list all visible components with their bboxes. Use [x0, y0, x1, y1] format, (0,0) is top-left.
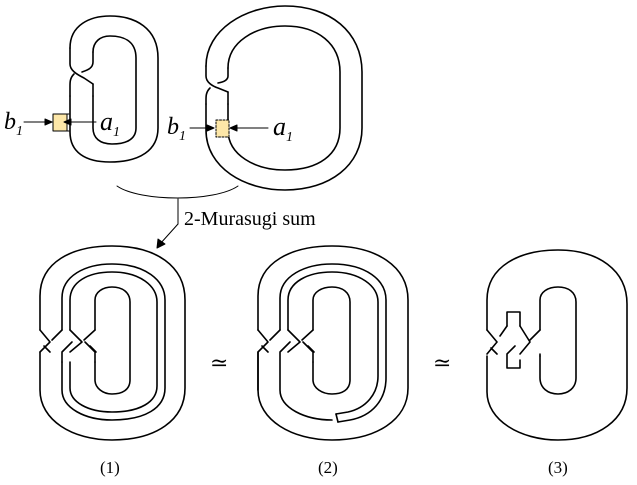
label-b1-right-subscript: 1 — [179, 128, 186, 144]
result-surface-1 — [39, 245, 186, 441]
surface-1-band-a — [61, 263, 166, 421]
equiv-sign-2: ≃ — [433, 350, 451, 375]
top-right-patch — [215, 119, 230, 138]
label-b1-left-letter: b — [4, 109, 16, 135]
top-right-twist-a — [205, 65, 229, 93]
top-left-inner-boundary — [92, 35, 137, 145]
caption-3: (3) — [548, 458, 568, 477]
top-right-a1-arrowhead — [229, 124, 238, 132]
surface-1-cross — [39, 329, 97, 363]
surface-2-band-end — [335, 413, 339, 423]
operation-label: 2-Murasugi sum — [184, 208, 316, 230]
top-left-twist-c — [69, 73, 75, 97]
label-b1-left: b1 — [4, 109, 23, 140]
result-surface-3 — [486, 249, 628, 441]
top-right-surface — [189, 5, 363, 191]
equiv-sign-1: ≃ — [210, 350, 228, 375]
surface-2-band-a — [279, 263, 387, 423]
sum-connector — [116, 185, 239, 249]
top-right-inner-boundary — [227, 25, 341, 171]
top-left-b1-arrowhead — [44, 118, 53, 126]
label-b1-right-letter: b — [167, 114, 179, 140]
top-left-outer-boundary — [69, 15, 159, 163]
top-left-twist-a — [69, 47, 94, 85]
label-a1-left: a1 — [100, 107, 120, 141]
surface-1-outer — [39, 245, 186, 441]
top-right-b1-arrowhead — [206, 124, 215, 132]
surface-3-outer — [486, 249, 628, 441]
label-a1-right: a1 — [273, 112, 293, 146]
top-left-twist-b — [81, 51, 94, 73]
label-b1-left-subscript: 1 — [16, 123, 23, 139]
label-a1-right-letter: a — [273, 112, 286, 141]
top-right-twist-c — [205, 87, 211, 105]
result-surface-2 — [257, 245, 409, 441]
top-right-twist-b — [217, 67, 229, 84]
top-right-outer-boundary — [205, 5, 363, 191]
surface-2-outer — [257, 245, 409, 441]
surface-3-cross — [486, 325, 541, 369]
top-left-a1-arrowhead — [63, 118, 72, 126]
surface-2-inner — [312, 286, 351, 395]
label-a1-left-letter: a — [100, 107, 113, 136]
caption-1: (1) — [100, 458, 120, 477]
brace-curve — [116, 185, 239, 199]
label-a1-right-subscript: 1 — [286, 130, 293, 146]
surface-2-cross — [257, 329, 333, 421]
surface-1-band-b — [69, 271, 158, 413]
label-b1-right: b1 — [167, 114, 186, 145]
surface-3-inner — [539, 286, 577, 395]
label-a1-left-subscript: 1 — [113, 125, 120, 141]
surface-2-band-b — [287, 271, 379, 415]
surface-1-inner — [94, 286, 131, 395]
top-left-surface — [23, 15, 159, 163]
caption-2: (2) — [318, 458, 338, 477]
top-left-patch-gap — [66, 113, 71, 132]
surface-3-stub — [506, 311, 521, 327]
sum-arrow — [159, 223, 179, 245]
sum-arrowhead — [156, 238, 166, 249]
